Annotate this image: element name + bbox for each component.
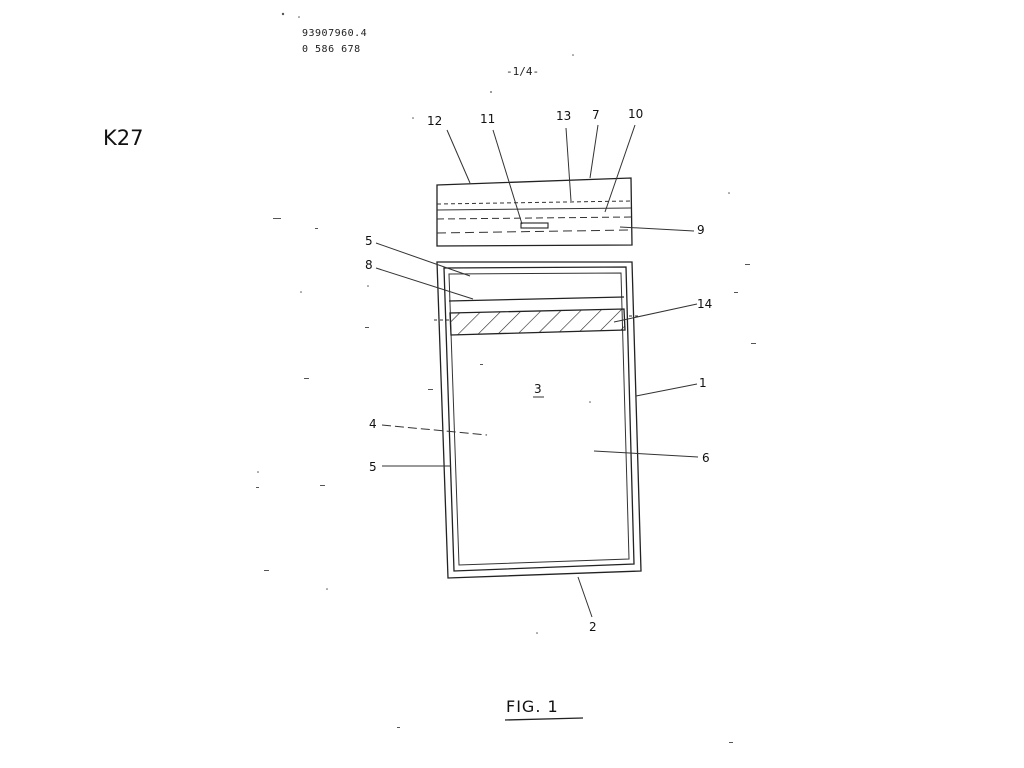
compartment-label: 3 [533,382,544,398]
ref-9: 9 [697,223,705,237]
bag-body [434,261,642,579]
ref-1: 1 [699,376,707,390]
ref-7: 7 [592,108,600,122]
ref-13: 13 [556,109,571,123]
ref-4: 4 [369,417,377,431]
application-number: 93907960.4 [302,28,368,39]
figure-caption: FIG. 1 [504,697,584,721]
ref-6: 6 [702,451,710,465]
sheet-tag: K27 [103,126,144,150]
ref-8: 8 [365,258,373,272]
closure-strip [436,177,633,247]
ref-10: 10 [628,107,643,121]
sheet-number: -1/4- [506,65,540,78]
publication-number: 0 586 678 [302,44,361,55]
leader-lines [375,124,699,618]
ref-3: 3 [534,382,542,396]
ref-5-side: 5 [369,460,377,474]
scan-specks [256,12,756,743]
ref-11: 11 [480,112,495,126]
ref-12: 12 [427,114,442,128]
seal-band [449,308,626,336]
ref-2: 2 [589,620,597,634]
reference-numerals: 12 11 13 7 10 9 5 8 14 1 4 5 6 2 [365,107,712,634]
tear-tab [520,222,549,229]
ref-5-top: 5 [365,234,373,248]
ref-14: 14 [697,297,712,311]
figure-caption-text: FIG. 1 [506,697,559,716]
